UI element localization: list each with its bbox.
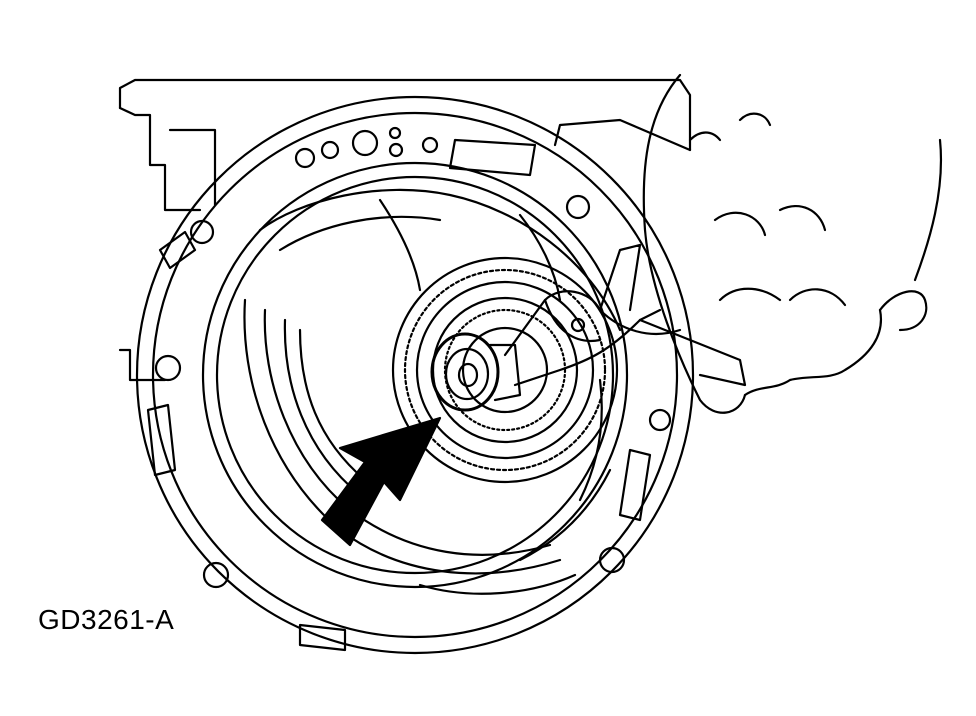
snap-ring — [430, 332, 522, 412]
hand — [642, 73, 943, 414]
outer-flange — [135, 95, 695, 655]
figure-id-label: GD3261-A — [38, 604, 175, 635]
center-gear — [391, 256, 619, 484]
indicator-arrow — [320, 416, 442, 547]
snap-ring-pliers — [503, 243, 747, 387]
clutch-housing — [243, 188, 622, 595]
transmission-case — [118, 78, 692, 382]
flange-bolt-holes — [146, 126, 672, 652]
